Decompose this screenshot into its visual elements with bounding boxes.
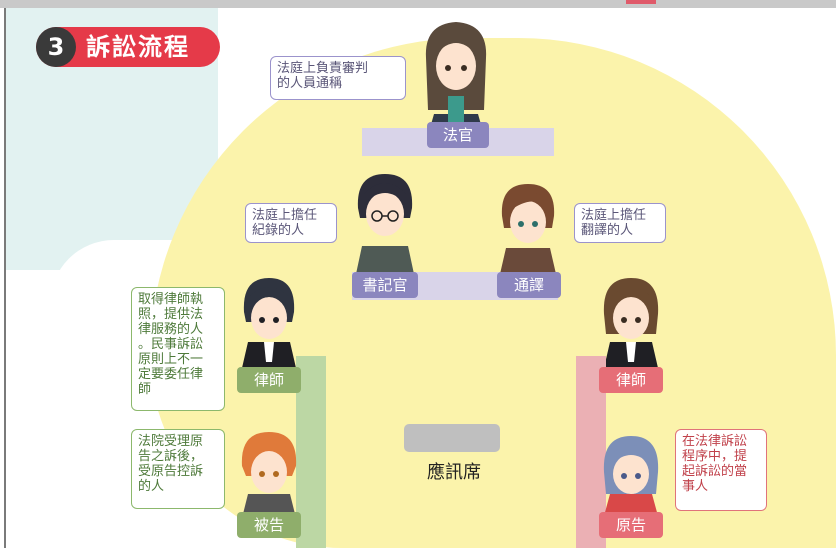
plaintiff-lawyer-figure-icon xyxy=(603,278,659,368)
witness-stand xyxy=(404,424,500,452)
defense-lawyer-label: 律師 xyxy=(237,367,301,393)
plaintiff-label: 原告 xyxy=(599,512,663,538)
defendant-label: 被告 xyxy=(237,512,301,538)
defense-lawyer-note: 取得律師執 照，提供法 律服務的人 。民事訴訟 原則上不一 定要委任律 師 xyxy=(131,287,225,411)
plaintiff-note: 在法律訴訟 程序中，提 起訴訟的當 事人 xyxy=(675,429,767,511)
plaintiff-lawyer-label: 律師 xyxy=(599,367,663,393)
top-bar xyxy=(0,0,836,8)
plaintiff-figure-icon xyxy=(603,436,659,516)
page-edge-line xyxy=(4,8,6,548)
interpreter-label: 通譯 xyxy=(497,272,561,298)
defense-lawyer-figure-icon xyxy=(242,278,296,368)
clerk-note: 法庭上擔任 紀錄的人 xyxy=(245,203,337,243)
clerk-label: 書記官 xyxy=(352,272,418,298)
defendant-figure-icon xyxy=(241,432,297,518)
clerk-figure-icon xyxy=(356,174,414,274)
interpreter-note: 法庭上擔任 翻譯的人 xyxy=(574,203,666,243)
defense-table xyxy=(296,356,326,548)
judge-figure-icon xyxy=(425,22,487,128)
top-bar-marker xyxy=(626,0,656,4)
interpreter-figure-icon xyxy=(500,184,556,274)
judge-label: 法官 xyxy=(427,122,489,148)
section-number: 3 xyxy=(36,27,76,67)
defendant-note: 法院受理原 告之訴後， 受原告控訴 的人 xyxy=(131,429,225,509)
section-title-text: 訴訟流程 xyxy=(86,33,190,61)
section-title: 3 訴訟流程 xyxy=(36,27,220,67)
witness-seat-label: 應訊席 xyxy=(427,462,481,483)
judge-note: 法庭上負責審判 的人員通稱 xyxy=(270,56,406,100)
